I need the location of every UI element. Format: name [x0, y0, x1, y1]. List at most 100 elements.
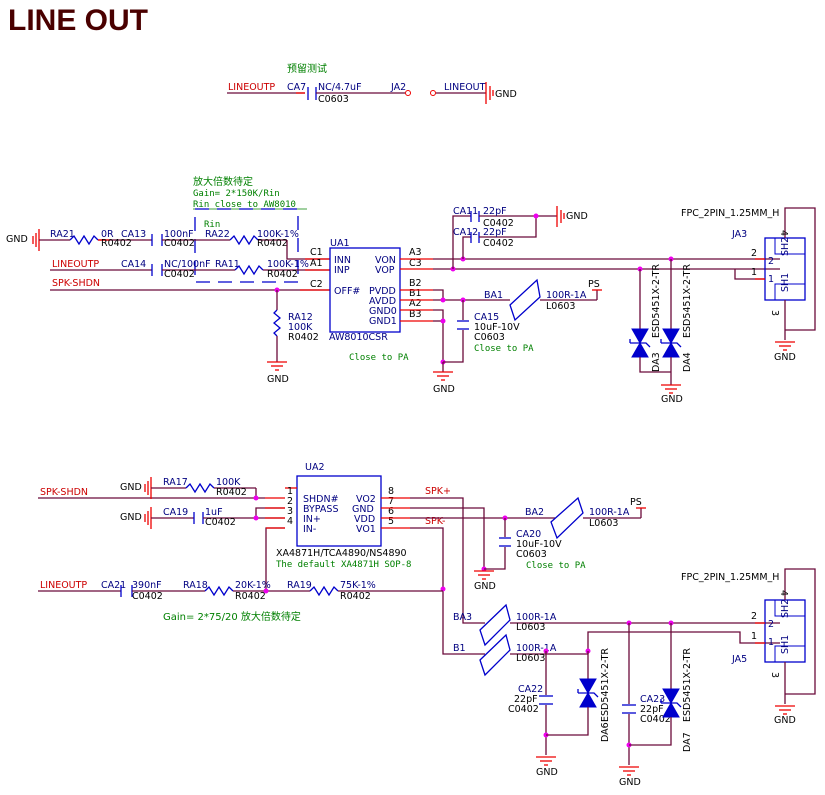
- ja5-pin2-inner: 2: [768, 619, 774, 630]
- ja3-pin3: 3: [769, 310, 780, 316]
- ps-label-1: PS: [588, 279, 600, 290]
- da7-ref: DA7: [682, 732, 693, 752]
- ba3-value: 100R-1A: [516, 612, 557, 623]
- ua1-pin-c2: C2: [310, 279, 323, 290]
- ca13-value: 100nF: [164, 229, 194, 240]
- ps-label-2: PS: [630, 497, 642, 508]
- ua2-ref: UA2: [305, 462, 325, 473]
- ua1-pin-a1: A1: [310, 258, 323, 269]
- gnd-label-left: GND: [6, 234, 28, 245]
- da7-part: ESD5451X-2-TR: [682, 648, 693, 722]
- ua1-pin-von: VON: [375, 255, 396, 266]
- ja3-pin2-inner: 2: [768, 256, 774, 267]
- gnd-label-ca22: GND: [536, 767, 558, 778]
- ua2-pin8: 8: [388, 486, 394, 497]
- xa4871-section: SPK-SHDN GND RA17 100K R0402 GND CA19 1u…: [38, 462, 816, 788]
- ba1-bead: [509, 278, 541, 322]
- ra22-value: 100K-1%: [257, 229, 299, 240]
- aw8010-section: 放大倍数待定 Gain= 2*150K/Rin Rin close to AW8…: [6, 175, 816, 405]
- ra21-ref: RA21: [50, 229, 75, 240]
- ja3-pin1: 1: [751, 267, 757, 278]
- ua2-part: XA4871H/TCA4890/NS4890: [276, 548, 407, 559]
- page-title: LINE OUT: [8, 4, 148, 37]
- gnd-label-ca19: GND: [120, 512, 142, 523]
- ua2-default-note: The default XA4871H SOP-8: [276, 560, 411, 570]
- ra11-value: 100K-1%: [267, 259, 309, 270]
- ra22-pkg: R0402: [257, 238, 288, 249]
- ua1-pin-gnd1: GND1: [369, 316, 397, 327]
- ba2-bead: [550, 496, 584, 540]
- b1-ref: B1: [453, 643, 466, 654]
- ja3-pin1-inner: 1: [768, 274, 774, 285]
- ua1-pin-inp: INP: [334, 265, 350, 276]
- ca14-pkg: C0402: [164, 269, 195, 280]
- ca14-ref: CA14: [121, 259, 146, 270]
- ba2-pkg: L0603: [589, 518, 618, 529]
- ba1-ref: BA1: [484, 290, 503, 301]
- ja5-sh2: SH2: [780, 599, 791, 618]
- ca12-ref: CA12: [453, 227, 478, 238]
- rin-note: Rin close to AW8010: [193, 200, 296, 210]
- ca23-pkg: C0402: [640, 714, 671, 725]
- gnd-label-ca23: GND: [619, 777, 641, 788]
- ua2-pin-vdd: VDD: [354, 514, 375, 525]
- net-lineoutp-aw: LINEOUTP: [52, 259, 99, 270]
- ra11-pkg: R0402: [267, 269, 298, 280]
- da4-part: ESD5451X-2-TR: [682, 264, 693, 338]
- ra18-pkg: R0402: [235, 591, 266, 602]
- ca20-value: 10uF-10V: [516, 539, 562, 550]
- rin-label: Rin: [204, 220, 220, 230]
- ua1-pin-b3: B3: [409, 309, 422, 320]
- ua1-pin-avdd: AVDD: [369, 296, 396, 307]
- ca11-ref: CA11: [453, 206, 478, 217]
- net-lineoutp-xa: LINEOUTP: [40, 580, 87, 591]
- ja3-pin2: 2: [751, 248, 757, 259]
- gnd-label-ja5: GND: [774, 715, 796, 726]
- ra19-pkg: R0402: [340, 591, 371, 602]
- ja5-pin2: 2: [751, 611, 757, 622]
- close-to-pa-note-2: Close to PA: [474, 344, 534, 354]
- ca23-value: 22pF: [640, 704, 664, 715]
- ca20-ref: CA20: [516, 529, 541, 540]
- ra17-ref: RA17: [163, 477, 188, 488]
- ja5-sh1: SH1: [780, 635, 791, 654]
- ca21-value: 390nF: [132, 580, 162, 591]
- gnd-label-test: GND: [495, 89, 517, 100]
- da3-part: ESD5451X-2-TR: [651, 264, 662, 338]
- net-spk-plus: SPK+: [425, 486, 451, 497]
- ra19-value: 75K-1%: [340, 580, 376, 591]
- ra12-ref: RA12: [288, 312, 313, 323]
- ua2-pin-bypass: BYPASS: [303, 504, 338, 515]
- ra12-value: 100K: [288, 322, 313, 333]
- net-lineout: LINEOUT: [444, 82, 486, 93]
- gnd-label-ra17: GND: [120, 482, 142, 493]
- test-section: 预留测试 LINEOUTP CA7 NC/4.7uF C0603 JA2 LIN…: [227, 62, 517, 105]
- net-spk-minus: SPK-: [425, 516, 445, 527]
- ca22-pkg: C0402: [508, 704, 539, 715]
- ua2-pin-vo2: VO2: [356, 494, 376, 505]
- ua1-pin-pvdd: PVDD: [369, 286, 396, 297]
- ca20-pkg: C0603: [516, 549, 547, 560]
- ca12-pkg: C0402: [483, 238, 514, 249]
- ua2-pin-inplus: IN+: [303, 514, 321, 525]
- ca22-ref: CA22: [518, 684, 543, 695]
- da6-ref: DA6: [600, 722, 611, 742]
- close-to-pa-note-1: Close to PA: [349, 353, 409, 363]
- b1-pkg: L0603: [516, 653, 545, 664]
- ua1-pin-a3: A3: [409, 247, 422, 258]
- net-lineoutp-test: LINEOUTP: [228, 82, 275, 93]
- ra18-ref: RA18: [183, 580, 208, 591]
- da6-part: ESD5451X-2-TR: [600, 648, 611, 722]
- da3-ref: DA3: [651, 352, 662, 372]
- ua1-pin-b2: B2: [409, 278, 422, 289]
- ca19-value: 1uF: [205, 507, 223, 518]
- ca13-pkg: C0402: [164, 238, 195, 249]
- ca23-ref: CA23: [640, 694, 665, 705]
- ca11-value: 22pF: [483, 206, 507, 217]
- cap-ca7-value: NC/4.7uF: [318, 82, 362, 93]
- ua1-pin-a2: A2: [409, 298, 422, 309]
- ja3-pin4: 4: [778, 230, 789, 236]
- ra12-pkg: R0402: [288, 332, 319, 343]
- ca12-value: 22pF: [483, 227, 507, 238]
